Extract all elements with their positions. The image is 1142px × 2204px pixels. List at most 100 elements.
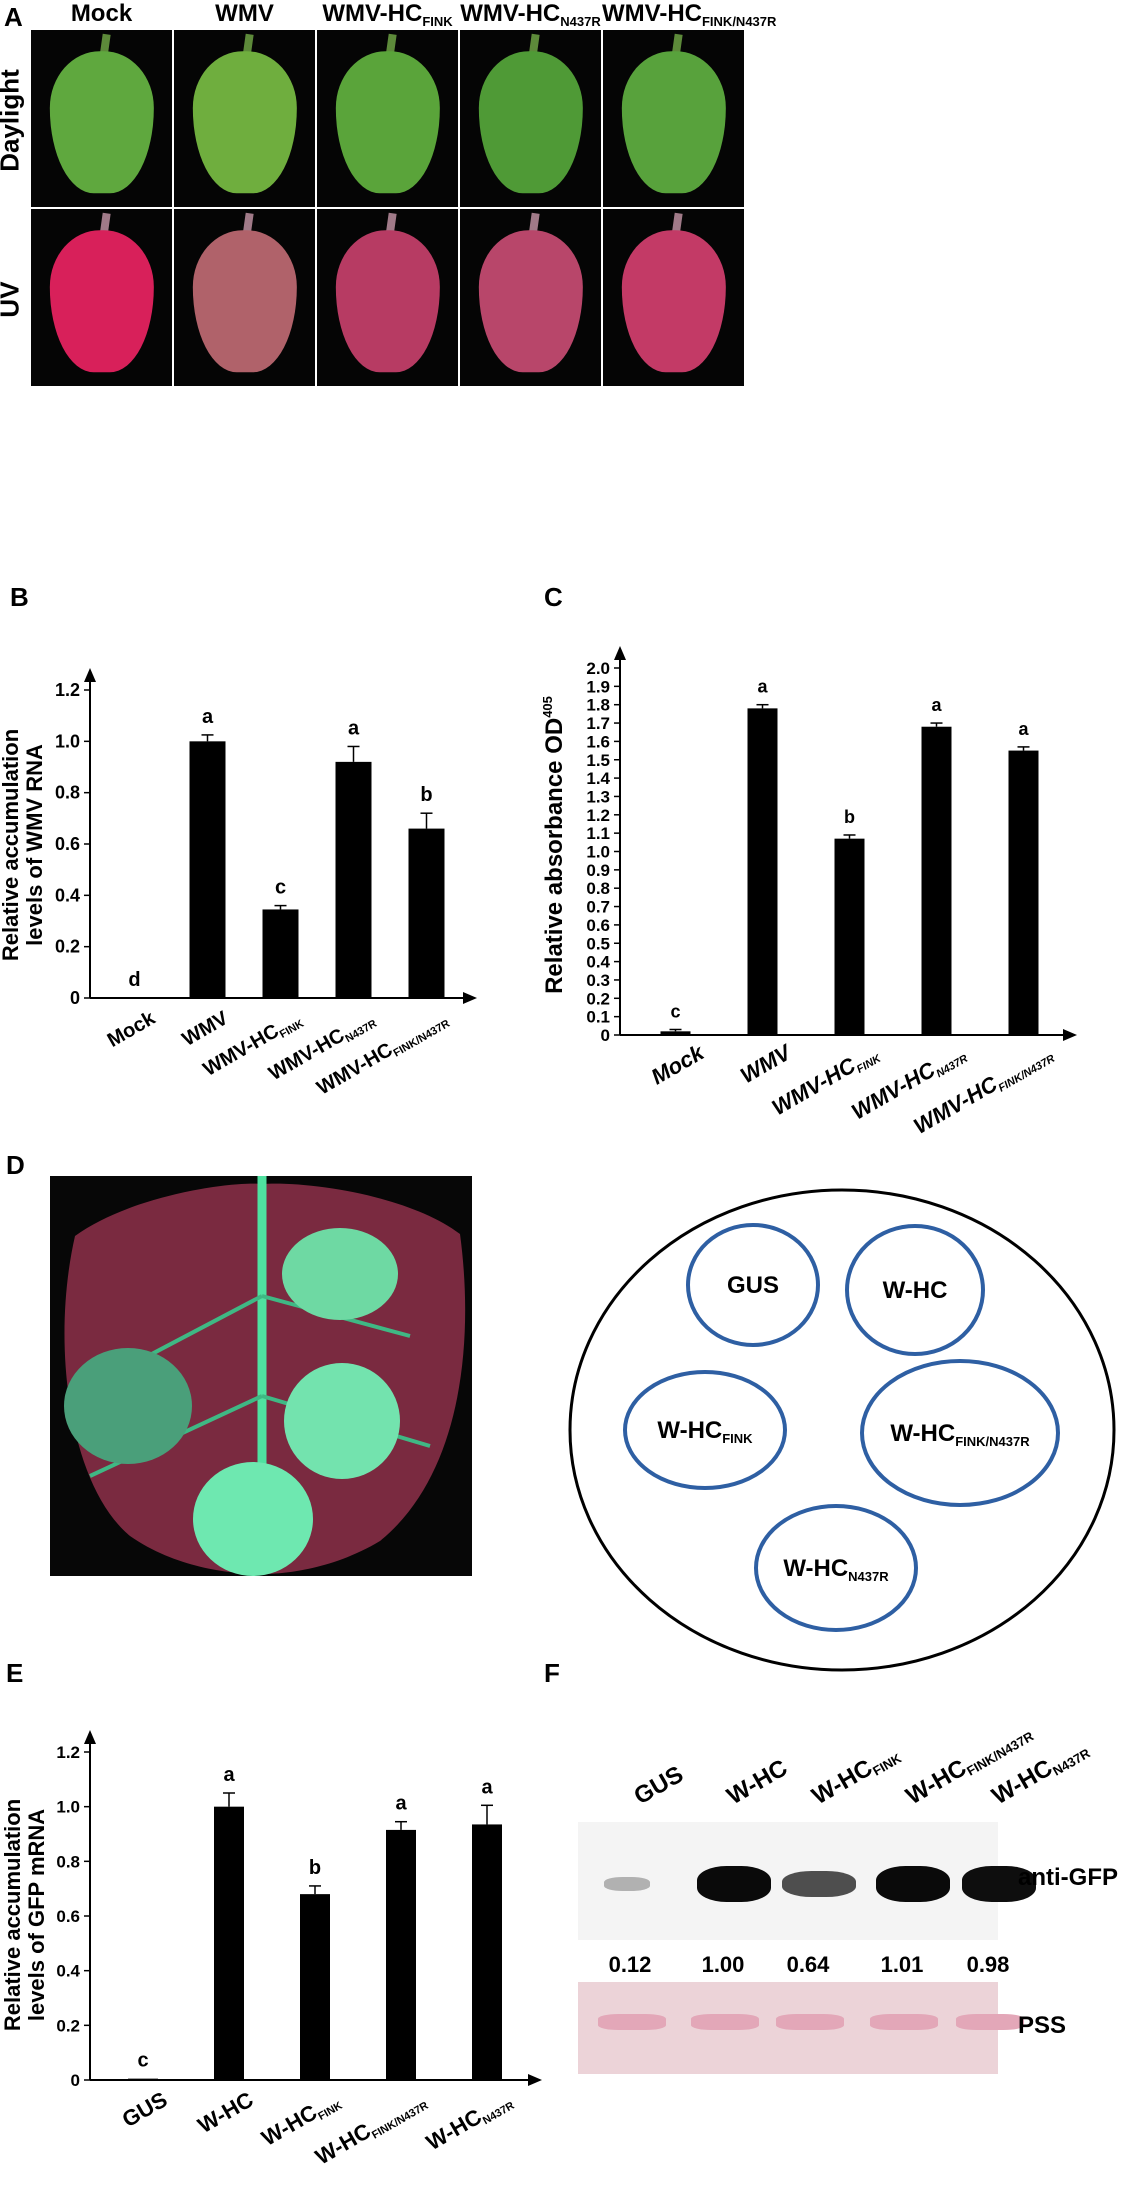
significance-letter: a bbox=[395, 1793, 407, 1815]
infiltration-spot-circle bbox=[754, 1504, 918, 1632]
y-axis-label-line: Relative accumulation bbox=[0, 1799, 25, 2031]
y-tick-label: 0 bbox=[70, 988, 80, 1008]
blot-band bbox=[604, 1877, 650, 1891]
x-axis-arrow bbox=[463, 992, 477, 1004]
leaf-blade bbox=[49, 51, 154, 193]
band-quantification: 0.98 bbox=[966, 1952, 1010, 1977]
leaf-blade bbox=[478, 51, 583, 193]
y-axis-label: Relative absorbance OD405 bbox=[540, 696, 568, 994]
bar bbox=[386, 1829, 416, 2080]
y-tick-label: 0.7 bbox=[586, 898, 610, 917]
blot-label-pss: PSS bbox=[1018, 2012, 1067, 2039]
y-tick-label: 1.6 bbox=[586, 732, 610, 751]
y-tick-label: 0.8 bbox=[55, 783, 80, 803]
x-axis-arrow bbox=[1063, 1029, 1077, 1041]
column-header-0: Mock bbox=[70, 0, 133, 27]
leaf-blade bbox=[621, 230, 726, 372]
leaf-blade bbox=[478, 230, 583, 372]
significance-letter: a bbox=[223, 1764, 235, 1786]
significance-letter: a bbox=[481, 1776, 493, 1798]
anti-gfp-blot bbox=[578, 1822, 1036, 1940]
significance-letter: b bbox=[420, 784, 432, 806]
bar bbox=[116, 998, 153, 999]
significance-letter: a bbox=[757, 677, 768, 697]
y-tick-label: 0.5 bbox=[586, 934, 610, 953]
y-tick-label: 0.4 bbox=[56, 1962, 80, 1981]
infiltration-spot-label: W-HCFINK/N437R bbox=[890, 1420, 1030, 1449]
band-quantification: 0.12 bbox=[608, 1952, 652, 1977]
lane-label: GUS bbox=[630, 1761, 689, 1810]
pss-band bbox=[691, 2014, 759, 2030]
bar bbox=[1008, 750, 1039, 1035]
daylight-leaf-photo bbox=[174, 30, 315, 207]
bar bbox=[660, 1031, 691, 1035]
daylight-leaf-photo bbox=[31, 30, 172, 207]
infiltration-spot-label: GUS bbox=[727, 1272, 779, 1299]
pss-band bbox=[598, 2014, 666, 2030]
panel-label-f: F bbox=[544, 1658, 560, 1688]
significance-letter: b bbox=[309, 1857, 321, 1879]
bar bbox=[408, 828, 445, 998]
leaf-blade bbox=[335, 51, 440, 193]
y-axis-arrow bbox=[614, 646, 626, 660]
band-quantification: 1.00 bbox=[701, 1952, 745, 1977]
leaf-blade bbox=[192, 230, 297, 372]
bar bbox=[472, 1824, 502, 2080]
y-tick-label: 2.0 bbox=[586, 659, 610, 678]
bar bbox=[189, 741, 226, 998]
bar bbox=[747, 708, 778, 1035]
blot-band bbox=[697, 1866, 771, 1902]
chart-b-accumulation-wmv-rna: 00.20.40.60.81.01.2dMockaWMVcWMV-HCFINKa… bbox=[0, 668, 477, 1099]
blot-band bbox=[782, 1870, 856, 1898]
daylight-leaf-photo bbox=[603, 30, 744, 207]
uv-leaf-photo bbox=[460, 209, 601, 386]
y-tick-label: 1.3 bbox=[586, 787, 610, 806]
column-header-subscript: N437R bbox=[560, 14, 601, 29]
column-header-1: WMV bbox=[215, 0, 274, 27]
y-tick-label: 0.2 bbox=[56, 2016, 80, 2035]
significance-letter: a bbox=[348, 717, 360, 739]
y-tick-label: 0.8 bbox=[586, 879, 610, 898]
significance-letter: c bbox=[137, 2050, 148, 2072]
infiltration-spot-label: W-HC bbox=[883, 1277, 948, 1304]
y-axis-label-line: levels of GFP mRNA bbox=[24, 1809, 49, 2021]
y-tick-label: 0.1 bbox=[586, 1008, 610, 1027]
leaf-blade bbox=[49, 230, 154, 372]
panel-label-d: D bbox=[6, 1150, 25, 1180]
bar bbox=[921, 726, 952, 1035]
pss-band bbox=[776, 2014, 844, 2030]
significance-letter: a bbox=[202, 706, 214, 728]
leaf-blade bbox=[335, 230, 440, 372]
y-tick-label: 1.0 bbox=[586, 843, 610, 862]
y-tick-label: 0.2 bbox=[586, 989, 610, 1008]
infiltration-spot-circle bbox=[686, 1223, 820, 1347]
daylight-leaf-photo bbox=[317, 30, 458, 207]
column-header-3: WMV-HCN437R bbox=[460, 0, 601, 29]
blot-band bbox=[962, 1866, 1036, 1902]
uv-leaf-photo bbox=[31, 209, 172, 386]
y-tick-label: 0.4 bbox=[586, 953, 610, 972]
y-axis-arrow bbox=[84, 668, 96, 682]
panel-label-c: C bbox=[544, 582, 563, 612]
x-axis-arrow bbox=[528, 2074, 542, 2086]
y-tick-label: 1.0 bbox=[56, 1798, 80, 1817]
bar bbox=[834, 838, 865, 1035]
y-tick-label: 0.8 bbox=[56, 1852, 80, 1871]
infiltration-spot-circle bbox=[845, 1224, 985, 1356]
y-tick-label: 1.5 bbox=[586, 751, 610, 770]
significance-letter: c bbox=[275, 877, 286, 899]
pss-stain bbox=[578, 1982, 1024, 2074]
chart-e-accumulation-gfp-mrna: 00.20.40.60.81.01.2cGUSaW-HCbW-HCFINKaW-… bbox=[0, 1730, 542, 2170]
panel-label-e: E bbox=[6, 1658, 24, 1688]
uv-leaf-photo bbox=[317, 209, 458, 386]
column-header-4: WMV-HCFINK/N437R bbox=[602, 0, 777, 29]
bar bbox=[214, 1806, 244, 2080]
uv-leaf-photo bbox=[174, 209, 315, 386]
blot-band bbox=[876, 1866, 950, 1902]
bar bbox=[128, 2078, 158, 2080]
infiltration-spot-label: W-HCFINK bbox=[657, 1417, 753, 1446]
pss-band bbox=[956, 2014, 1024, 2030]
